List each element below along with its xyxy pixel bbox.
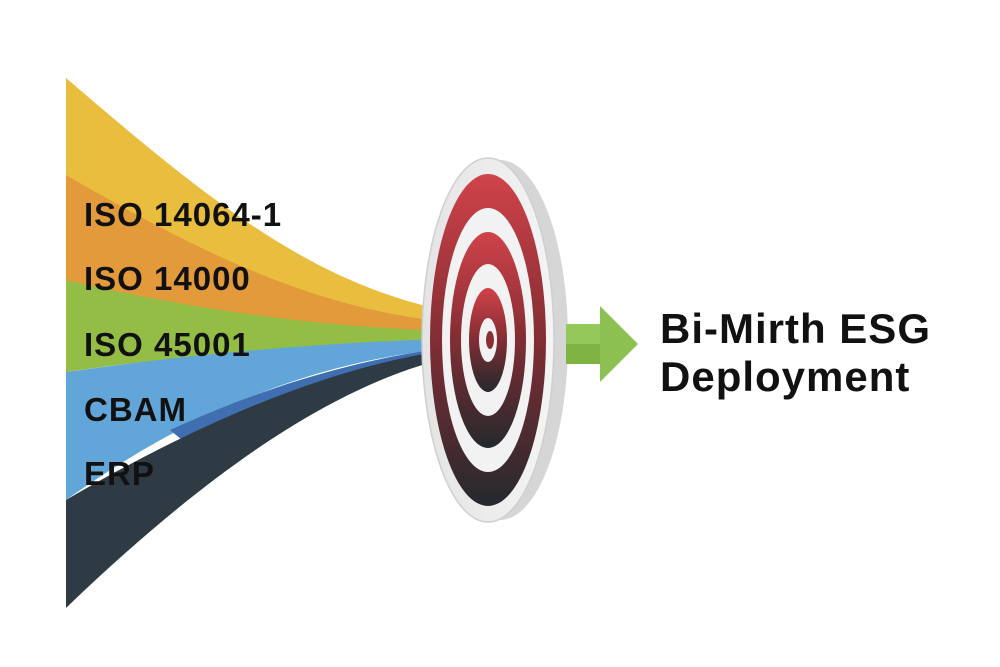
result-title-line-1: Bi-Mirth ESG <box>660 305 931 352</box>
input-label-erp: ERP <box>84 455 155 492</box>
input-label-cbam: CBAM <box>84 391 187 428</box>
result-title-line-2: Deployment <box>660 353 911 400</box>
band-iso-45001 <box>66 280 492 372</box>
band-iso-14000 <box>66 175 492 334</box>
arrow-right-icon <box>566 306 638 382</box>
input-bands <box>66 78 492 608</box>
band-erp <box>66 345 492 608</box>
input-label-iso-14000: ISO 14000 <box>84 260 251 297</box>
input-label-iso-14064-1: ISO 14064-1 <box>84 196 283 233</box>
result-title: Bi-Mirth ESG Deployment <box>660 305 931 401</box>
band-cbam <box>66 338 492 500</box>
input-label-iso-45001: ISO 45001 <box>84 326 251 363</box>
bullseye-target-icon <box>421 157 568 523</box>
